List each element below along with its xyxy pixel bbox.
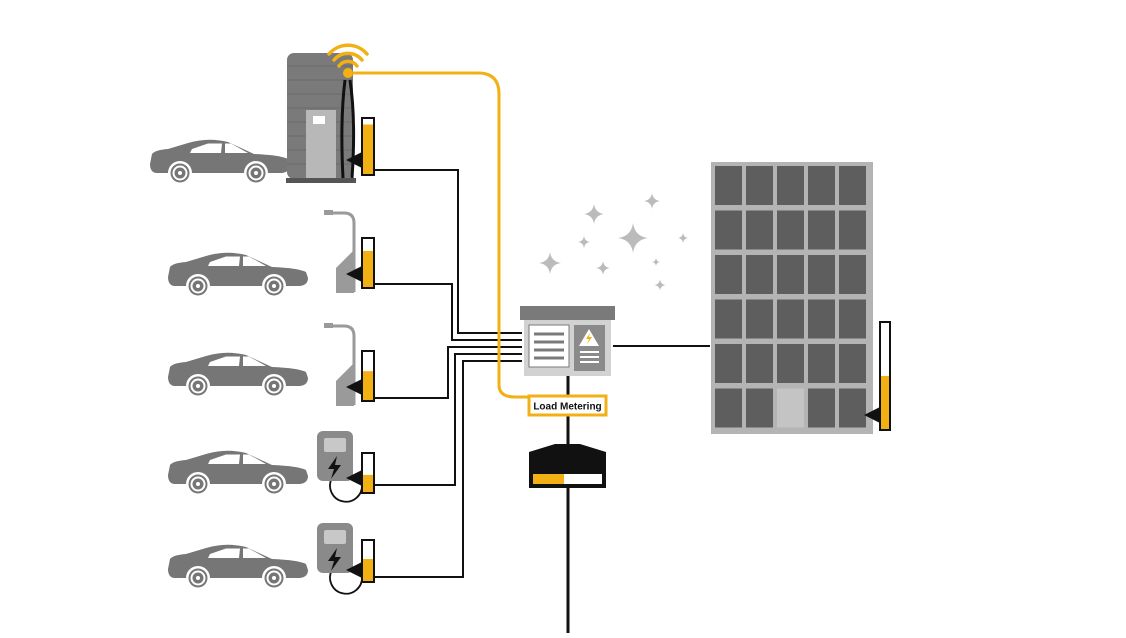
building-door	[777, 388, 804, 428]
energy-meter	[529, 444, 606, 488]
building-window	[777, 210, 804, 250]
building-window	[808, 299, 835, 339]
load-metering-text: Load Metering	[533, 402, 601, 413]
building-window	[839, 166, 866, 205]
building-window	[715, 210, 742, 250]
wall-charger-2-load-gauge	[346, 350, 375, 402]
wire-portable-charger-2	[375, 360, 522, 578]
building-window	[777, 344, 804, 383]
building-window	[808, 210, 835, 250]
wire-wall-charger-1	[375, 283, 522, 341]
wire-fast-charger	[375, 169, 522, 334]
building-window	[777, 166, 804, 205]
building-window	[715, 344, 742, 383]
building-window	[839, 255, 866, 294]
wall-charger-1-load-gauge	[346, 237, 375, 289]
building-window	[746, 166, 773, 205]
load-metering-label: Load Metering	[527, 394, 608, 417]
car-icon	[167, 449, 309, 495]
sparkle-icon	[539, 193, 688, 291]
building-window	[746, 299, 773, 339]
building-window	[715, 388, 742, 428]
building-window	[746, 210, 773, 250]
building-windows	[715, 166, 866, 428]
building-window	[808, 344, 835, 383]
building-window	[777, 299, 804, 339]
wifi-signal-icon	[327, 43, 369, 78]
car-icon	[167, 543, 309, 589]
building-load-gauge	[864, 321, 891, 431]
building-window	[808, 255, 835, 294]
wire-portable-charger-1	[375, 353, 522, 486]
wall-charger-1	[324, 210, 356, 293]
metering-communication-line	[351, 71, 530, 399]
lightning-bolt-icon	[328, 456, 341, 479]
building-window	[746, 344, 773, 383]
building-window	[839, 344, 866, 383]
portable-charger-2-load-gauge	[346, 539, 375, 583]
building-window	[715, 166, 742, 205]
car-icon	[167, 251, 309, 297]
power-wiring	[375, 169, 710, 633]
car-icon	[167, 351, 309, 397]
fast-charging-station	[286, 53, 356, 183]
building-window	[839, 299, 866, 339]
building-window	[839, 388, 866, 428]
building-window	[839, 210, 866, 250]
car-icon	[149, 138, 291, 184]
portable-charger-1	[317, 431, 363, 503]
lightning-bolt-icon	[328, 548, 341, 571]
office-building	[711, 162, 873, 434]
building-window	[808, 166, 835, 205]
distribution-box	[520, 306, 615, 376]
building-window	[715, 299, 742, 339]
fast-charger-load-gauge	[346, 117, 375, 176]
building-window	[808, 388, 835, 428]
portable-charger-2	[317, 523, 363, 595]
wire-wall-charger-2	[375, 346, 522, 399]
building-window	[746, 255, 773, 294]
high-voltage-warning-icon	[579, 329, 599, 346]
building-window	[777, 255, 804, 294]
building-window	[746, 388, 773, 428]
building-window	[715, 255, 742, 294]
portable-charger-1-load-gauge	[346, 452, 375, 494]
wall-charger-2	[324, 323, 356, 406]
